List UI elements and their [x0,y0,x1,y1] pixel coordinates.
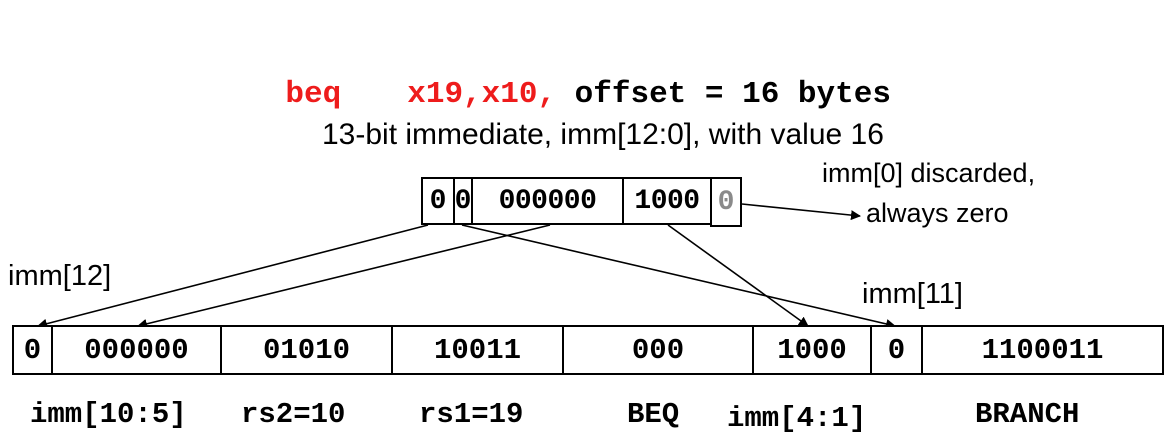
arrow-imm10-5 [137,224,551,329]
enc-field-imm10-5-value: 000000 [84,333,189,367]
imm-bit-12-box: 0 [421,177,455,225]
enc-field-rs2: 01010 [220,325,393,375]
enc-field-imm10-5: 000000 [51,325,222,375]
field-label-rs1: rs1=19 [419,398,524,431]
immediate-caption: 13-bit immediate, imm[12:0], with value … [322,118,884,151]
instruction-operands: x19,x10, [407,77,557,112]
instruction-line: beq x19,x10, offset = 16 bytes [211,48,891,141]
instruction-offset: offset = 16 bytes [556,77,891,112]
field-label-imm10-5: imm[10:5] [30,398,187,431]
field-label-rs2: rs2=10 [241,398,346,431]
arrow-imm11 [461,224,896,329]
imm0-note-line2: always zero [866,198,1009,228]
enc-field-funct3-value: 000 [631,333,685,367]
enc-field-imm12-value: 0 [23,333,42,367]
enc-field-imm11: 0 [870,325,923,375]
enc-field-opcode-value: 1100011 [981,333,1104,367]
imm11-label: imm[11] [862,278,963,310]
imm-bits-4-1-value: 1000 [634,185,700,217]
arrow-imm4-1 [667,224,809,327]
arrow-imm0-note [741,203,861,221]
imm-bit-12-value: 0 [429,185,447,217]
enc-field-rs2-value: 01010 [262,333,350,367]
enc-field-imm11-value: 0 [887,333,906,367]
field-label-funct3: BEQ [627,398,680,431]
instruction-mnemonic: beq [285,77,342,112]
imm0-note-line1: imm[0] discarded, [822,158,1036,188]
enc-field-opcode: 1100011 [921,325,1164,375]
imm-bits-4-1-box: 1000 [622,177,712,225]
enc-field-imm12: 0 [12,325,53,375]
arrow-imm12 [37,224,429,329]
field-label-imm4-1: imm[4:1] [727,402,867,434]
enc-field-rs1-value: 10011 [433,333,521,367]
imm-bit-11-value: 0 [454,185,472,217]
imm-bit-11-box: 0 [453,177,473,225]
enc-field-imm4-1-value: 1000 [777,333,847,367]
imm-bit-0-box: 0 [710,177,742,227]
imm12-label: imm[12] [8,260,112,292]
field-label-opcode: BRANCH [975,398,1080,431]
imm-bits-10-5-value: 000000 [498,185,597,217]
enc-field-rs1: 10011 [391,325,564,375]
imm-bits-10-5-box: 000000 [471,177,624,225]
imm-bit-0-value: 0 [717,186,735,218]
enc-field-funct3: 000 [562,325,754,375]
enc-field-imm4-1: 1000 [752,325,872,375]
